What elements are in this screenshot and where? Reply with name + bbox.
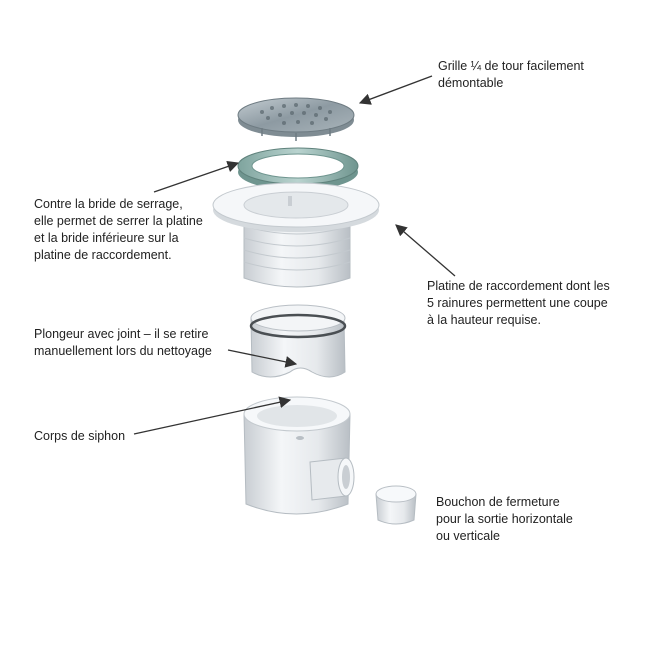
label-bride-line-3: et la bride inférieure sur la	[34, 231, 179, 245]
plongeur-part	[249, 304, 347, 378]
label-platine-line-2: 5 rainures permettent une coupe	[427, 296, 608, 310]
label-bouchon: Bouchon de fermeture pour la sortie hori…	[436, 494, 573, 545]
label-bride-line-2: elle permet de serrer la platine	[34, 214, 203, 228]
arrow-platine	[395, 224, 456, 277]
bouchon-part	[375, 485, 417, 525]
platine-part	[212, 182, 380, 288]
label-corps: Corps de siphon	[34, 428, 125, 445]
label-bride-line-4: platine de raccordement.	[34, 248, 172, 262]
label-platine-line-1: Platine de raccordement dont les	[427, 279, 610, 293]
label-grille-line-2: démontable	[438, 76, 504, 90]
label-bouchon-line-3: ou verticale	[436, 529, 500, 543]
grille-part	[237, 97, 355, 141]
label-plongeur-line-1: Plongeur avec joint – il se retire	[34, 327, 209, 341]
arrow-corps	[133, 396, 292, 435]
label-platine: Platine de raccordement dont les 5 rainu…	[427, 278, 610, 329]
arrow-grille	[358, 75, 433, 105]
arrow-plongeur	[227, 349, 298, 368]
label-bride-line-1: Contre la bride de serrage,	[34, 197, 183, 211]
label-plongeur: Plongeur avec joint – il se retire manue…	[34, 326, 212, 360]
label-bouchon-line-1: Bouchon de fermeture	[436, 495, 560, 509]
label-grille-line-1: Grille ¼ de tour facilement	[438, 59, 584, 73]
label-grille: Grille ¼ de tour facilement démontable	[438, 58, 584, 92]
label-plongeur-line-2: manuellement lors du nettoyage	[34, 344, 212, 358]
arrow-bride	[153, 160, 240, 193]
label-bouchon-line-2: pour la sortie horizontale	[436, 512, 573, 526]
label-platine-line-3: à la hauteur requise.	[427, 313, 541, 327]
label-corps-line-1: Corps de siphon	[34, 429, 126, 443]
corps-siphon-part	[243, 396, 355, 515]
label-bride: Contre la bride de serrage, elle permet …	[34, 196, 203, 264]
